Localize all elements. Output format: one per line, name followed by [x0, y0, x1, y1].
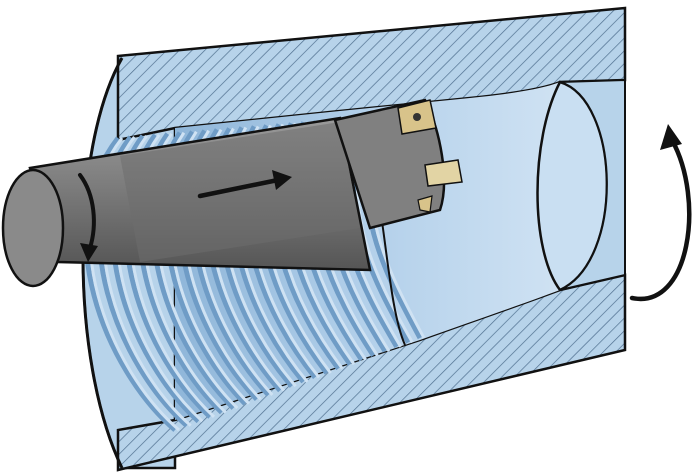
- cutting-insert-side: [424, 159, 463, 187]
- insert-screw: [413, 113, 421, 121]
- tool-end-face: [1, 168, 65, 288]
- cutting-insert-bottom: [417, 195, 433, 213]
- workpiece-right-face: [559, 78, 626, 291]
- tool-neck: [120, 122, 360, 262]
- straight-arrow-icon: [197, 170, 292, 199]
- motion-arrows: [78, 124, 692, 302]
- curved-arrow-icon: [78, 173, 98, 262]
- curved-arrow-icon: [629, 124, 692, 302]
